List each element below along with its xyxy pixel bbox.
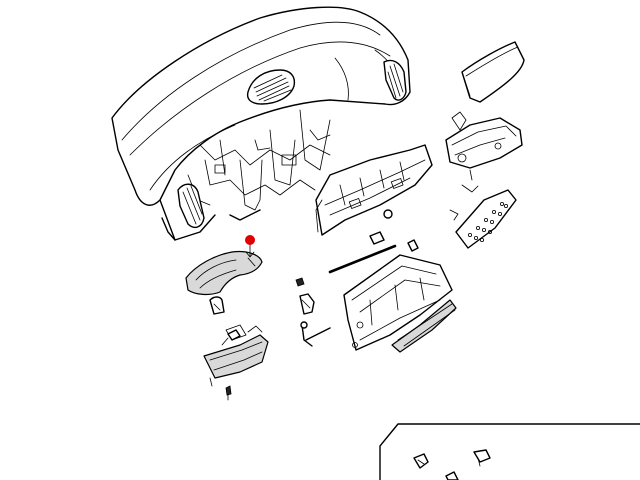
steering-column-shroud-lower bbox=[203, 324, 269, 387]
glove-box-bin bbox=[343, 254, 457, 353]
inset-clip-2 bbox=[473, 449, 491, 463]
inset-clip-3 bbox=[445, 471, 459, 480]
clip-5 bbox=[227, 329, 241, 341]
callout-red-dot[interactable] bbox=[245, 235, 255, 245]
grommet bbox=[383, 209, 393, 219]
steering-column-shroud-upper bbox=[185, 250, 263, 315]
inset-clip-1 bbox=[413, 453, 429, 469]
clip-4 bbox=[407, 239, 419, 252]
perforated-bracket bbox=[449, 189, 517, 249]
inset-detail bbox=[379, 423, 640, 480]
clip-3 bbox=[369, 231, 385, 245]
instrument-panel-frame bbox=[315, 144, 433, 236]
dashboard-panel bbox=[111, 6, 411, 241]
callout-marker[interactable] bbox=[245, 235, 255, 258]
wire-harness bbox=[301, 324, 313, 347]
side-air-vent-right bbox=[383, 59, 407, 101]
screw-1 bbox=[225, 385, 232, 396]
side-bracket bbox=[445, 111, 523, 193]
seal-strip bbox=[327, 244, 397, 276]
center-air-vent bbox=[246, 69, 296, 105]
fasteners bbox=[225, 209, 419, 401]
clip-2 bbox=[299, 293, 315, 315]
clip-1 bbox=[295, 277, 305, 287]
glove-box-door-cover bbox=[461, 41, 525, 103]
side-air-vent-left bbox=[177, 183, 205, 229]
